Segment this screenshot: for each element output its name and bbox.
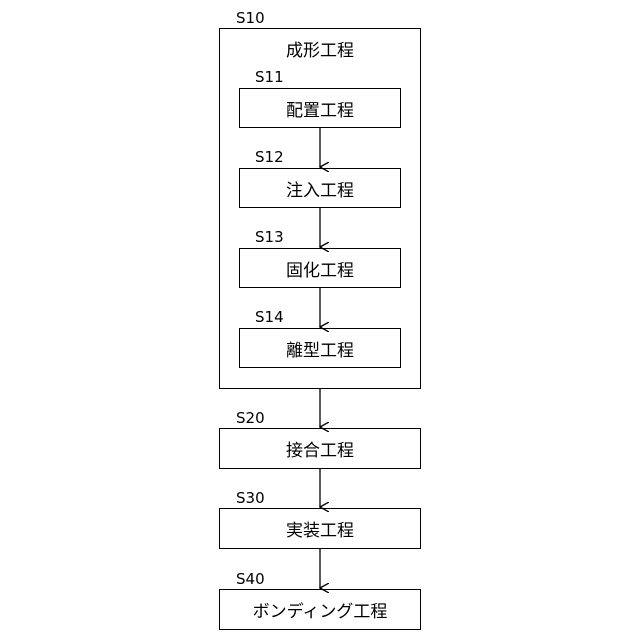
flow-arrows <box>0 0 640 640</box>
